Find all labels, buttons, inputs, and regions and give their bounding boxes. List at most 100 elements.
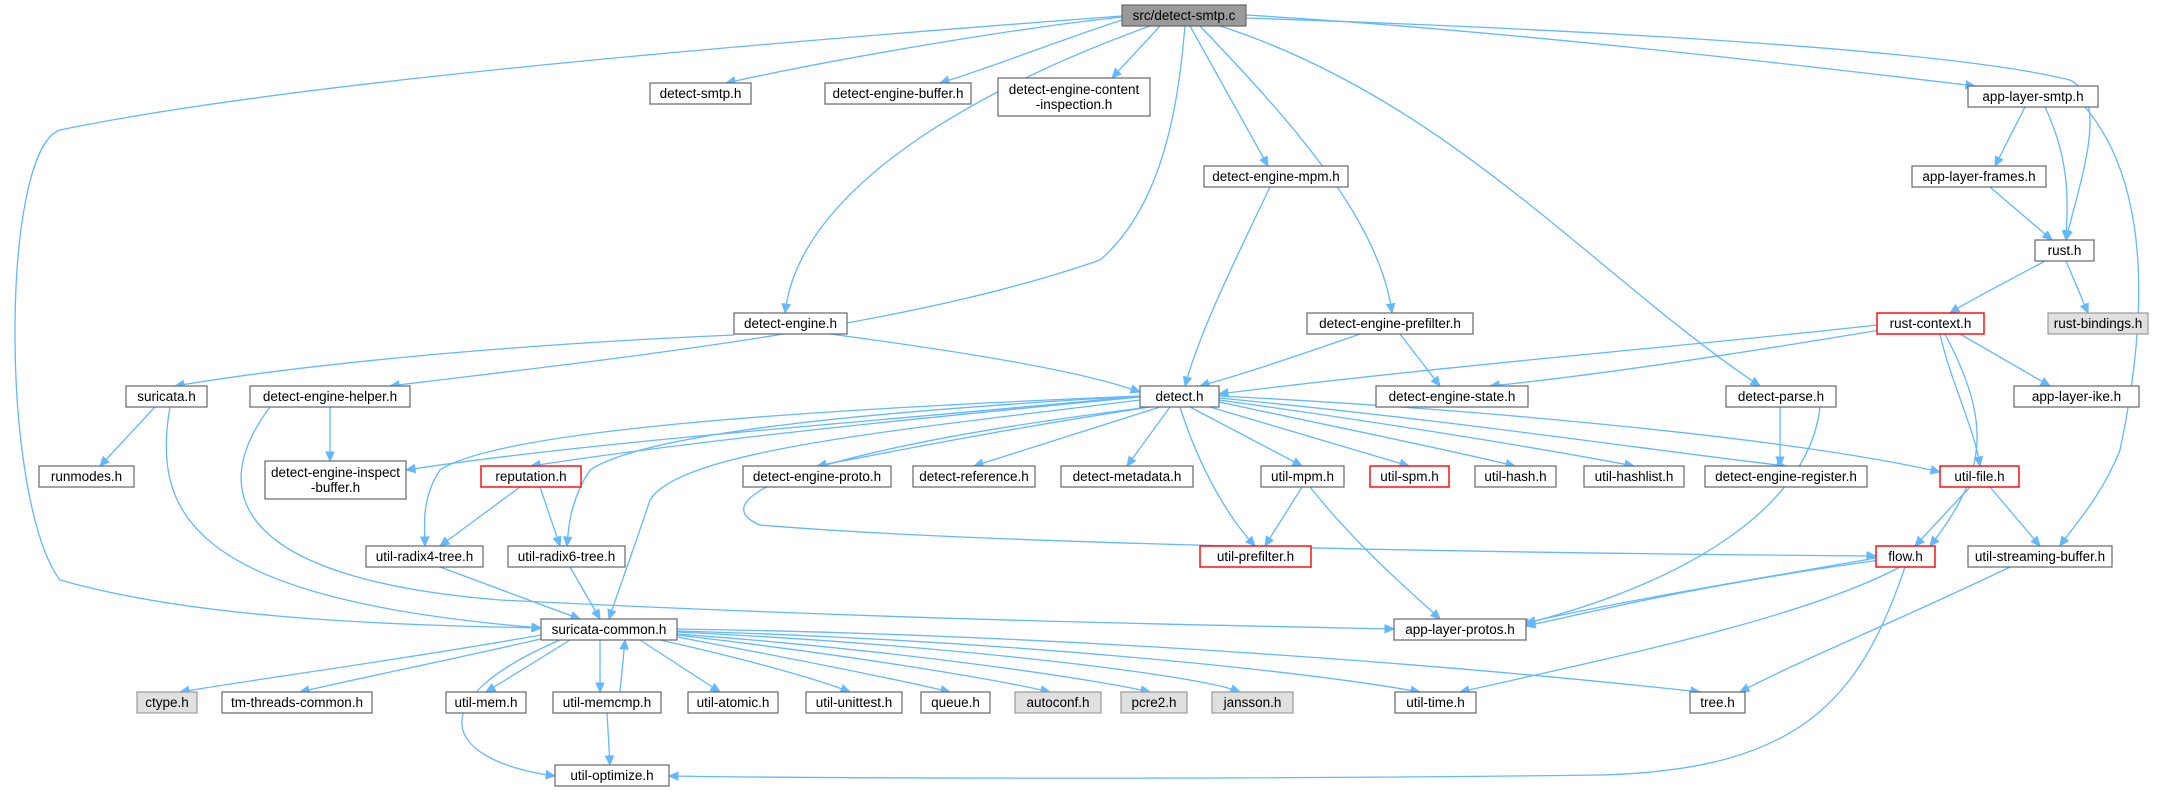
edge-detect-to-r6 [562,395,1141,548]
edge-detect-to-deib-line [405,395,1141,471]
node-alike[interactable]: app-layer-ike.h [2013,385,2140,408]
edge-root-to-rust-line [1245,17,2091,241]
node-r6[interactable]: util-radix6-tree.h [507,545,626,568]
node-uhash-label: util-hash.h [1484,469,1546,484]
edge-detect-to-flow-arrowhead [1866,551,1878,561]
edge-sc-to-uunit [659,639,852,694]
edge-detect-to-dmeta-line [1126,406,1171,467]
edge-flow-to-utime-line [1459,566,1901,693]
node-r4[interactable]: util-radix4-tree.h [365,545,484,568]
node-runmodes[interactable]: runmodes.h [38,465,135,488]
edge-rep-to-r4 [439,486,521,547]
node-sc[interactable]: suricata-common.h [540,618,678,641]
node-uunit[interactable]: util-unittest.h [805,691,903,714]
edge-root-to-de-arrowhead [781,302,791,315]
node-als[interactable]: app-layer-smtp.h [1967,85,2099,108]
node-suricata[interactable]: suricata.h [125,385,208,408]
node-queue[interactable]: queue.h [920,691,991,714]
node-detect[interactable]: detect.h [1139,385,1220,408]
node-rustc-label: rust-context.h [1890,316,1972,331]
node-umemcmp[interactable]: util-memcmp.h [552,691,662,714]
edge-sc-to-uatomic-arrowhead [709,682,722,693]
node-dmeta-box [1060,465,1194,488]
edge-dep-to-des [1399,333,1441,387]
node-ufile[interactable]: util-file.h [1939,465,2020,488]
node-rep[interactable]: reputation.h [480,465,582,488]
node-umem[interactable]: util-mem.h [445,691,527,714]
edge-sc-to-pcre2-line [676,633,1151,693]
edge-detect-to-sc [607,399,1141,621]
edge-rust-to-rustc [1948,260,2046,314]
edge-sc-to-uopt [461,639,561,780]
node-ctype[interactable]: ctype.h [136,691,198,714]
node-umpm[interactable]: util-mpm.h [1260,465,1345,488]
edge-flow-to-alp-arrowhead [1524,619,1537,629]
node-upref[interactable]: util-prefilter.h [1199,545,1312,568]
edge-alf-to-rust-line [1989,186,2053,241]
node-pcre2[interactable]: pcre2.h [1120,691,1188,714]
edge-ufile-to-usb-arrowhead [2030,535,2041,547]
edge-detect-to-upref-line [1179,406,1256,547]
node-deib[interactable]: detect-engine-inspect-buffer.h [264,460,407,500]
edge-sc-to-tree-line [676,628,1701,693]
node-dmeta[interactable]: detect-metadata.h [1060,465,1194,488]
node-uhashl[interactable]: util-hashlist.h [1583,465,1685,488]
edge-detect-to-deproto-line [816,406,1151,467]
node-deproto-label: detect-engine-proto.h [753,469,881,484]
node-dempm[interactable]: detect-engine-mpm.h [1203,165,1349,188]
edge-root-to-dempm-arrowhead [1259,155,1269,168]
node-detect-smtp[interactable]: detect-smtp.h [649,82,752,105]
node-rustb[interactable]: rust-bindings.h [2047,312,2149,335]
edge-dep-to-des-line [1399,333,1441,387]
node-rust[interactable]: rust.h [2034,239,2095,262]
node-tree[interactable]: tree.h [1689,691,1746,714]
node-utime[interactable]: util-time.h [1394,691,1477,714]
edge-rustc-to-des [1488,329,1881,390]
node-alf[interactable]: app-layer-frames.h [1911,165,2047,188]
node-uspm[interactable]: util-spm.h [1369,465,1450,488]
node-deb[interactable]: detect-engine-buffer.h [824,82,972,105]
node-dep[interactable]: detect-engine-prefilter.h [1306,312,1474,335]
node-r4-label: util-radix4-tree.h [376,549,474,564]
node-des[interactable]: detect-engine-state.h [1375,385,1529,408]
node-deci[interactable]: detect-engine-content-inspection.h [997,77,1151,117]
nodes-layer: src/detect-smtp.c detect-smtp.h detect-eng… [38,4,2149,787]
node-dparse[interactable]: detect-parse.h [1725,385,1837,408]
edge-rep-to-r6-line [539,486,561,547]
node-rustc[interactable]: rust-context.h [1876,312,1985,335]
node-tmtc[interactable]: tm-threads-common.h [221,691,373,714]
node-tmtc-box [221,691,373,714]
node-deproto[interactable]: detect-engine-proto.h [742,465,892,488]
edge-root-to-detect-smtp-line [725,16,1123,84]
node-de[interactable]: detect-engine.h [733,312,848,335]
node-flow-label: flow.h [1888,549,1923,564]
node-deh[interactable]: detect-engine-helper.h [249,385,411,408]
node-ufile-label: util-file.h [1954,469,2004,484]
node-rustc-box [1876,312,1985,335]
node-flow[interactable]: flow.h [1875,545,1936,568]
edge-rustc-to-flow-arrowhead [1929,535,1940,547]
node-uatomic[interactable]: util-atomic.h [687,691,779,714]
edge-detect-to-r4-line [423,395,1141,547]
edge-detect-to-dereg [1218,397,1788,470]
node-uhash-box [1474,465,1557,488]
node-usb[interactable]: util-streaming-buffer.h [1967,545,2113,568]
node-detect-smtp-label: detect-smtp.h [660,86,742,101]
node-uopt[interactable]: util-optimize.h [554,764,670,787]
node-dref[interactable]: detect-reference.h [912,465,1036,488]
node-uhash[interactable]: util-hash.h [1474,465,1557,488]
edge-rustc-to-detect-line [1218,324,1878,395]
node-dempm-box [1203,165,1349,188]
node-root[interactable]: src/detect-smtp.c [1121,4,1247,27]
edge-rep-to-r4-arrowhead [439,536,451,547]
edge-detect-to-dmeta-arrowhead [1126,455,1137,467]
edge-umemcmp-to-uopt [604,712,615,767]
edge-sc-to-uunit-line [659,639,851,693]
node-autoconf[interactable]: autoconf.h [1014,691,1102,714]
node-jansson-label: jansson.h [1223,695,1282,710]
node-alp[interactable]: app-layer-protos.h [1393,618,1527,641]
edge-r6-to-sc-line [569,566,601,620]
node-dereg[interactable]: detect-engine-register.h [1704,465,1868,488]
node-jansson[interactable]: jansson.h [1211,691,1294,714]
node-utime-label: util-time.h [1406,695,1465,710]
